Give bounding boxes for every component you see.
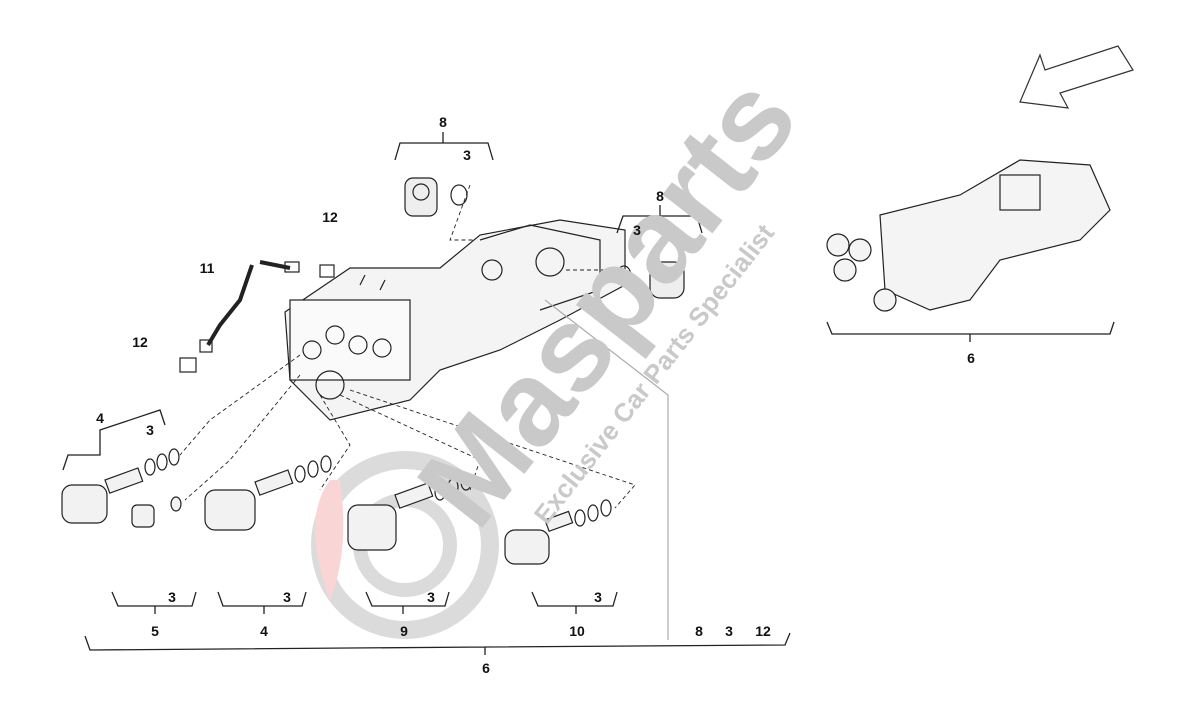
callout-12: 12 [132,334,148,350]
callout-3: 3 [725,623,733,639]
callout-3: 3 [168,589,176,605]
callout-8: 8 [695,623,703,639]
callout-3: 3 [463,147,471,163]
callout-12: 12 [322,209,338,225]
callout-5: 5 [151,623,159,639]
callout-8: 8 [439,114,447,130]
callout-12: 12 [755,623,771,639]
sensor-right [616,261,685,299]
callout-4: 4 [96,410,104,426]
arrow-down-left-icon [1019,45,1134,109]
callout-3: 3 [427,589,435,605]
solenoid-valves [61,448,612,565]
callout-8: 8 [656,188,664,204]
callout-6-inset: 6 [967,350,975,366]
callout-3: 3 [633,222,641,238]
assembly-guides [179,184,636,509]
callout-brackets [62,132,1115,655]
callout-6: 6 [482,660,490,676]
valve-body [284,219,626,421]
callout-4: 4 [260,623,268,639]
sensor-top [404,177,468,217]
callout-3: 3 [594,589,602,605]
callout-9: 9 [400,623,408,639]
pipe [179,260,335,373]
callout-11: 11 [199,260,215,276]
inset-assembly [826,159,1111,312]
callout-10: 10 [569,623,585,639]
reference-line [544,299,669,640]
callout-3: 3 [283,589,291,605]
callout-3: 3 [146,422,154,438]
